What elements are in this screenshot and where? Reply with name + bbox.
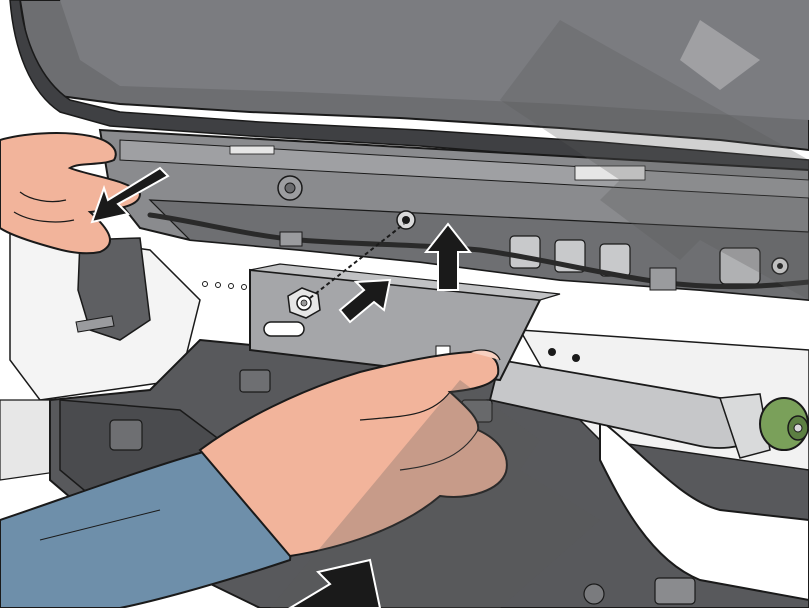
nut xyxy=(288,288,320,318)
